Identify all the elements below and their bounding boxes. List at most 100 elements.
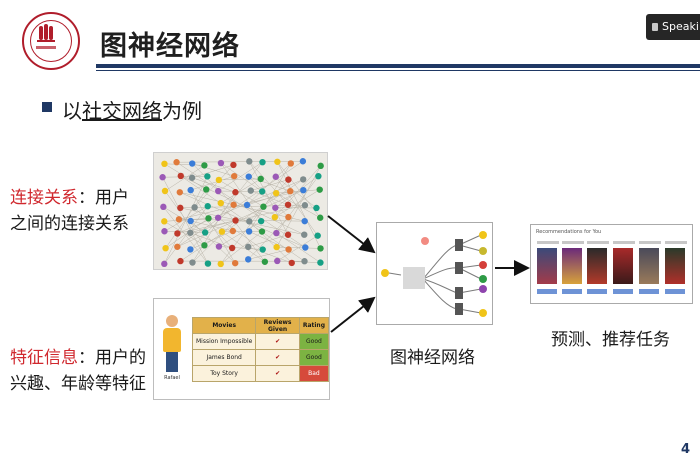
user-avatar-icon [174, 243, 181, 250]
user-avatar-icon [316, 186, 323, 193]
user-avatar-icon [177, 257, 184, 265]
poster-caption [613, 241, 635, 244]
slide-title: 图神经网络 [100, 31, 240, 62]
movie-poster[interactable] [613, 248, 633, 284]
mic-icon [652, 23, 658, 31]
user-avatar-icon [257, 175, 264, 183]
logo-motto-line [36, 46, 56, 49]
feature-card: Rafael Movies Reviews Given Rating Missi… [153, 298, 330, 400]
user-avatar-icon [246, 158, 253, 165]
review-check-icon: ✔ [255, 349, 300, 366]
poster-button[interactable] [613, 289, 633, 294]
user-avatar-icon [230, 201, 237, 208]
yellow-node-icon [381, 269, 389, 277]
gnn-graph [381, 231, 487, 317]
table-row: Toy Story ✔ Bad [191, 365, 330, 382]
user-avatar-icon [218, 228, 226, 235]
user-avatar-icon [317, 259, 324, 266]
task-label: 预测、推荐任务 [551, 330, 670, 350]
user-avatar-icon [214, 214, 222, 221]
user-avatar-icon [259, 246, 266, 253]
red-node-icon [421, 237, 429, 245]
user-avatar-icon [301, 202, 309, 209]
poster-button[interactable] [639, 289, 659, 294]
movie-poster[interactable] [537, 248, 557, 284]
user-avatar-icon [229, 227, 237, 235]
person-head-icon [166, 315, 178, 327]
user-avatar-icon [175, 216, 183, 223]
movie-cell: Toy Story [191, 365, 257, 382]
user-avatar-icon [187, 217, 194, 225]
poster-button[interactable] [587, 289, 607, 294]
bullet-prefix: 以 [62, 99, 82, 123]
user-avatar-icon [314, 232, 321, 239]
user-avatar-icon [317, 214, 324, 221]
user-avatar-icon [177, 204, 184, 212]
user-avatar-icon [258, 188, 266, 195]
user-avatar-icon [201, 162, 208, 169]
speaking-indicator[interactable]: Speaki [646, 14, 700, 40]
social-network-graphic [159, 158, 324, 268]
review-check-icon: ✔ [255, 365, 300, 382]
user-avatar-icon [299, 158, 307, 165]
person-legs-icon [166, 352, 178, 372]
user-avatar-icon [272, 204, 279, 211]
page-number: 4 [681, 442, 691, 457]
connection-description: 连接关系：用户之间的连接关系 [10, 185, 129, 237]
logo-mark [37, 26, 55, 42]
user-avatar-icon [285, 246, 292, 253]
user-avatar-icon [273, 229, 280, 237]
recommendations-title: Recommendations for You [536, 229, 602, 235]
poster-button[interactable] [665, 289, 685, 294]
movie-cell: Mission Impossible [191, 333, 257, 350]
movie-poster[interactable] [562, 248, 582, 284]
poster-button[interactable] [537, 289, 557, 294]
user-avatar-icon [257, 217, 265, 225]
user-avatar-icon [230, 161, 237, 169]
feature-line2: 兴趣、年龄等特征 [10, 374, 146, 394]
user-avatar-icon [232, 189, 239, 196]
bullet-suffix: 为例 [162, 99, 202, 123]
movie-poster[interactable] [587, 248, 607, 284]
user-avatar-icon [228, 244, 236, 252]
user-avatar-icon [187, 186, 194, 194]
poster-button[interactable] [562, 289, 582, 294]
user-avatar-icon [272, 173, 279, 180]
social-network-image [153, 152, 328, 270]
user-avatar-icon [159, 174, 166, 181]
connection-rest: 用户 [95, 188, 129, 208]
feature-rest: 用户的 [95, 348, 146, 368]
user-avatar-icon [204, 203, 211, 210]
aggregate-node-icon [403, 267, 425, 289]
user-avatar-icon [231, 172, 238, 180]
connection-sep: ： [78, 188, 95, 208]
user-avatar-icon [285, 213, 292, 221]
user-avatar-icon [215, 187, 222, 195]
user-avatar-icon [317, 245, 324, 252]
user-avatar-icon [271, 213, 279, 221]
user-avatar-icon [189, 160, 196, 167]
user-avatar-icon [231, 259, 239, 267]
user-avatar-icon [274, 257, 281, 265]
user-avatar-icon [187, 246, 194, 253]
movie-poster[interactable] [639, 248, 659, 284]
user-avatar-icon [287, 187, 294, 195]
user-avatar-icon [302, 244, 309, 251]
movie-poster[interactable] [665, 248, 685, 284]
user-avatar-icon [245, 173, 252, 180]
user-avatar-icon [187, 229, 194, 236]
logo-mark-center [44, 24, 48, 40]
poster-caption [562, 241, 584, 244]
user-avatar-icon [205, 215, 212, 222]
user-avatar-icon [258, 228, 266, 235]
user-avatar-icon [215, 176, 223, 184]
movie-cell: James Bond [191, 349, 257, 366]
user-avatar-icon [173, 159, 180, 166]
user-avatar-icon [287, 160, 295, 167]
bullet-underlined: 社交网络 [82, 99, 162, 123]
header-rating: Rating [298, 317, 330, 334]
rating-cell: Bad [298, 365, 330, 382]
bullet-text: 以社交网络为例 [62, 95, 202, 124]
title-rule-thick [96, 64, 700, 68]
